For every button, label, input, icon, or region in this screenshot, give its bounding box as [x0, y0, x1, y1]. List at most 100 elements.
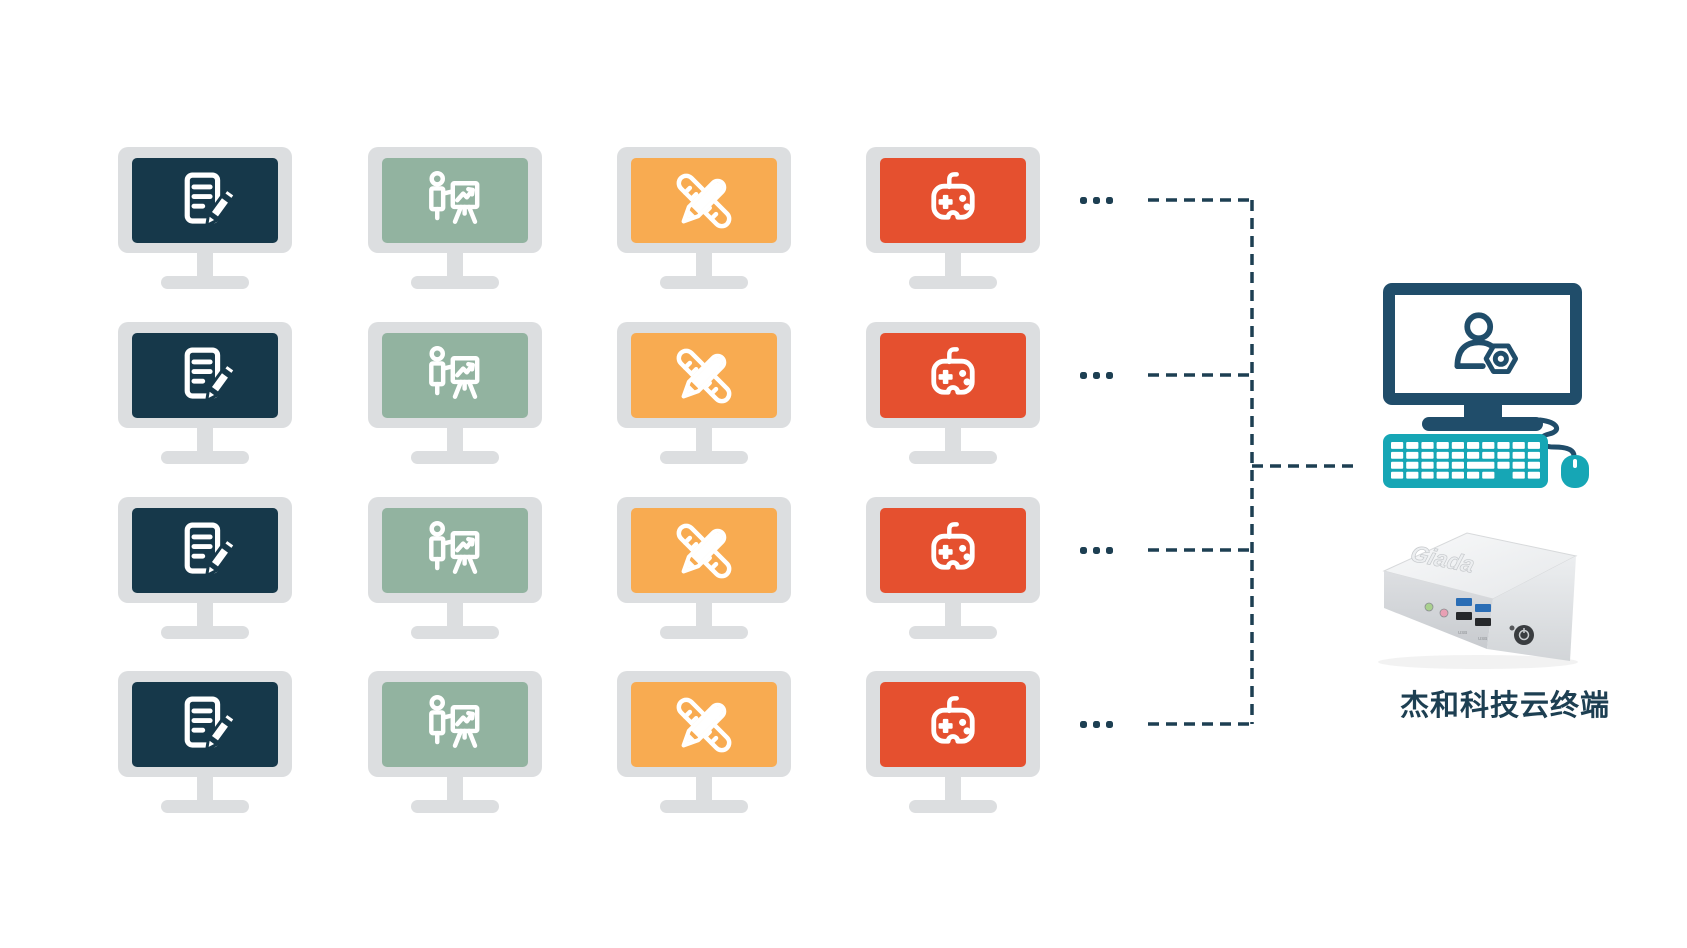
monitor-base	[411, 276, 499, 289]
monitor-base	[161, 276, 249, 289]
keyboard-key	[1451, 471, 1464, 479]
usb-port-3	[1456, 612, 1472, 620]
monitor-game-row3	[866, 497, 1040, 639]
monitor-base	[660, 626, 748, 639]
monitor-screen	[880, 682, 1026, 767]
ellipsis-dots	[1080, 721, 1113, 728]
keyboard-key	[1391, 471, 1404, 479]
keyboard-key	[1527, 461, 1540, 469]
monitor-screen	[631, 682, 777, 767]
mouse-cable	[1537, 417, 1577, 459]
monitor-screen	[382, 333, 528, 418]
monitor-neck	[447, 252, 463, 278]
monitor-game-row4	[866, 671, 1040, 813]
monitor-base	[909, 276, 997, 289]
monitor-neck	[197, 776, 213, 802]
monitor-screen	[132, 682, 278, 767]
dot	[1080, 721, 1087, 728]
keyboard-key	[1482, 451, 1495, 459]
ruler-pencil-icon	[667, 164, 741, 238]
monitor-design-row4	[617, 671, 791, 813]
dot	[1080, 372, 1087, 379]
presentation-chart-icon	[418, 164, 492, 238]
dot	[1093, 197, 1100, 204]
ellipsis-dots	[1080, 197, 1113, 204]
document-edit-icon	[168, 164, 242, 238]
monitor-design-row2	[617, 322, 791, 464]
keyboard-key	[1467, 451, 1480, 459]
monitor-base	[411, 451, 499, 464]
game-controller-icon	[916, 688, 990, 762]
device-right-face	[1487, 556, 1576, 661]
ellipsis-dots	[1080, 547, 1113, 554]
monitor-neck	[945, 427, 961, 453]
monitor-base	[909, 800, 997, 813]
dot	[1080, 547, 1087, 554]
admin-monitor-frame	[1383, 283, 1582, 405]
mic-jack	[1439, 608, 1449, 618]
keyboard-key	[1482, 442, 1495, 449]
keyboard-key	[1467, 442, 1480, 449]
keyboard-keys	[1391, 442, 1540, 479]
monitor-neck	[447, 427, 463, 453]
monitor-base	[161, 626, 249, 639]
monitor-document-row4	[118, 671, 292, 813]
usb3-port-1	[1456, 598, 1472, 606]
monitor-presentation-row3	[368, 497, 542, 639]
admin-monitor-base	[1422, 417, 1543, 431]
admin-monitor-neck	[1464, 404, 1502, 419]
dot	[1106, 197, 1113, 204]
usb-label-2: USB	[1478, 636, 1487, 641]
keyboard-key	[1527, 471, 1540, 479]
monitor-neck	[197, 602, 213, 628]
ruler-pencil-icon	[667, 688, 741, 762]
monitor-base	[411, 626, 499, 639]
device-logo-embossed: Giada	[1408, 540, 1478, 577]
monitor-base	[660, 276, 748, 289]
keyboard-key	[1512, 461, 1525, 469]
device-caption: 杰和科技云终端	[1399, 690, 1610, 722]
usb-label-1: USB	[1458, 630, 1467, 635]
monitor-screen	[382, 682, 528, 767]
monitor-screen	[132, 158, 278, 243]
monitor-base	[161, 451, 249, 464]
monitor-presentation-row2	[368, 322, 542, 464]
monitor-base	[909, 626, 997, 639]
keyboard-key	[1436, 471, 1449, 479]
keyboard-key	[1527, 451, 1540, 459]
monitor-base	[660, 800, 748, 813]
presentation-chart-icon	[418, 514, 492, 588]
keyboard-key	[1421, 451, 1434, 459]
keyboard-key	[1421, 442, 1434, 449]
keyboard-key	[1512, 442, 1525, 449]
monitor-presentation-row4	[368, 671, 542, 813]
dot	[1093, 721, 1100, 728]
ellipsis-dots	[1080, 372, 1113, 379]
device-top-face	[1382, 532, 1578, 600]
keyboard-key	[1406, 451, 1419, 459]
monitor-neck	[696, 252, 712, 278]
keyboard-key	[1406, 442, 1419, 449]
keyboard-key	[1497, 451, 1510, 459]
keyboard-key	[1467, 461, 1495, 469]
game-controller-icon	[916, 339, 990, 413]
keyboard-key	[1436, 461, 1449, 469]
monitor-base	[660, 451, 748, 464]
keyboard-key	[1451, 451, 1464, 459]
monitor-screen	[132, 333, 278, 418]
dot	[1093, 547, 1100, 554]
presentation-chart-icon	[418, 688, 492, 762]
admin-user-gear-icon	[1457, 315, 1515, 371]
power-button	[1514, 625, 1534, 645]
game-controller-icon	[916, 514, 990, 588]
keyboard-key	[1512, 451, 1525, 459]
keyboard-key	[1497, 461, 1510, 469]
document-edit-icon	[168, 514, 242, 588]
monitor-screen	[631, 158, 777, 243]
game-controller-icon	[916, 164, 990, 238]
monitor-neck	[696, 602, 712, 628]
monitor-neck	[945, 602, 961, 628]
keyboard-key	[1421, 471, 1434, 479]
monitor-screen	[382, 508, 528, 593]
ruler-pencil-icon	[667, 514, 741, 588]
